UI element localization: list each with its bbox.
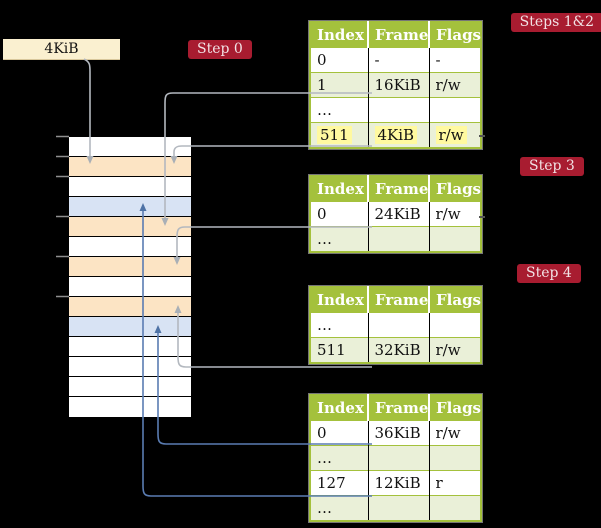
memory-row-peach (69, 257, 191, 277)
cell-flags (428, 97, 481, 123)
header-frame: Frame (367, 287, 429, 313)
cell-flags (428, 312, 481, 338)
cell-index: … (310, 495, 368, 521)
memory-row-white (69, 237, 191, 257)
header-index: Index (310, 22, 368, 48)
cell-frame: 32KiB (367, 337, 429, 363)
cell-flags (428, 445, 481, 471)
cell-flags: r/w (428, 337, 481, 363)
cell-frame (367, 312, 429, 338)
cell-frame: 16KiB (367, 72, 429, 98)
cell-flags: r (428, 470, 481, 496)
cell-frame: 36KiB (367, 420, 429, 446)
cell-index: 0 (310, 420, 368, 446)
header-flags: Flags (428, 287, 481, 313)
table-row: … (310, 445, 481, 471)
memory-row-white (69, 177, 191, 197)
cell-frame: 12KiB (367, 470, 429, 496)
memory-row-blue (69, 197, 191, 217)
cell-index: 127 (310, 470, 368, 496)
memory-row-white (69, 397, 191, 417)
cell-flags: r/w (428, 122, 481, 148)
highlighted-value: 4KiB (374, 126, 418, 144)
memory-row-white (69, 357, 191, 377)
header-index: Index (310, 395, 368, 421)
cell-flags (428, 495, 481, 521)
highlighted-value: 511 (317, 126, 352, 144)
cell-index: … (310, 312, 368, 338)
table-row: … (310, 226, 481, 252)
cell-flags: r/w (428, 72, 481, 98)
header-frame: Frame (367, 176, 429, 202)
memory-row-peach (69, 217, 191, 237)
cell-index: … (310, 445, 368, 471)
memory-row-white (69, 377, 191, 397)
memory-row-white (69, 337, 191, 357)
memory-row-white (69, 277, 191, 297)
table-row: … (310, 97, 481, 123)
header-flags: Flags (428, 395, 481, 421)
cell-index: 511 (310, 122, 368, 148)
cell-flags: r/w (428, 201, 481, 227)
highlighted-value: r/w (435, 126, 467, 144)
memory-row-blue (69, 317, 191, 337)
step-3-label: Step 3 (520, 157, 584, 176)
cell-frame (367, 226, 429, 252)
table-row: … (310, 495, 481, 521)
cell-index: 1 (310, 72, 368, 98)
step-0-label: Step 0 (188, 40, 252, 59)
header-flags: Flags (428, 22, 481, 48)
memory-row-white (69, 137, 191, 157)
cell-frame: 4KiB (367, 122, 429, 148)
memory-row-peach (69, 157, 191, 177)
cell-frame: 24KiB (367, 201, 429, 227)
step-4-label: Step 4 (517, 264, 581, 283)
memory-row-peach (69, 297, 191, 317)
table-row: … (310, 312, 481, 338)
physical-memory-column (69, 137, 191, 417)
cell-frame (367, 495, 429, 521)
cell-index: … (310, 97, 368, 123)
header-frame: Frame (367, 22, 429, 48)
header-flags: Flags (428, 176, 481, 202)
frame-size-label: 4KiB (44, 41, 79, 57)
frame-size-legend: 4KiB (3, 39, 120, 60)
cell-flags: - (428, 47, 481, 73)
cell-flags: r/w (428, 420, 481, 446)
header-frame: Frame (367, 395, 429, 421)
address-ticks (56, 135, 69, 298)
header-index: Index (310, 287, 368, 313)
cell-frame (367, 445, 429, 471)
cell-frame: - (367, 47, 429, 73)
cell-index: … (310, 226, 368, 252)
table-row: 511 4KiB r/w (310, 122, 481, 148)
cell-index: 0 (310, 201, 368, 227)
header-index: Index (310, 176, 368, 202)
cell-frame (367, 97, 429, 123)
steps-1-2-label: Steps 1&2 (510, 13, 601, 32)
cell-flags (428, 226, 481, 252)
cell-index: 0 (310, 47, 368, 73)
table-row: 0-- (310, 47, 481, 73)
cell-index: 511 (310, 337, 368, 363)
